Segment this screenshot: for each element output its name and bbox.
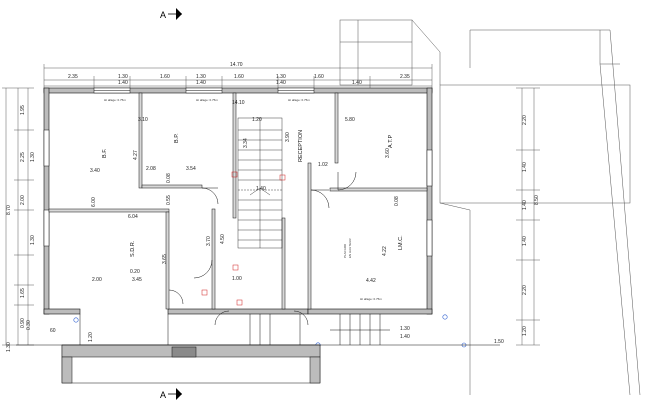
dim-0-20: 0.20 (130, 269, 140, 275)
window-note-1: Ht allège: 0.75m (104, 98, 126, 102)
top-dim-6: 1.30 (276, 74, 286, 80)
section-label-bottom: A (160, 390, 166, 400)
bottom-dim-0-30: 0.30 (26, 320, 32, 330)
dim-0-08b: 0.08 (394, 196, 400, 206)
left-overall: 8.70 (6, 205, 12, 215)
room-reception: RECEPTION (298, 130, 304, 162)
top-dim-2: 1.30 (118, 74, 128, 80)
room-bp: B.P. (174, 133, 180, 143)
top-dimension-chain (43, 64, 433, 92)
dim-3-40: 3.40 (90, 168, 100, 174)
dim-1-20: 1.20 (252, 117, 262, 123)
dim-6-00: 6.00 (91, 197, 97, 207)
left-dim-7: 0.90 (20, 318, 26, 328)
left-dim-6: 1.65 (20, 288, 26, 298)
left-dim-5: 1.30 (30, 235, 36, 245)
overall-width: 14.70 (230, 62, 243, 68)
right-dim-2: 1.40 (522, 162, 528, 172)
top-windows (93, 87, 315, 94)
dim-14-10: 14.10 (232, 100, 245, 106)
top-inner-dim-4: 1.40 (352, 80, 362, 86)
bottom-dim-1-30: 1.30 (400, 326, 410, 332)
dim-2-00: 2.00 (92, 277, 102, 283)
window-note-2: Ht allège: 0.75m (196, 98, 218, 102)
top-inner-dim-2: 1.40 (196, 80, 206, 86)
left-dim-1: 1.95 (20, 105, 26, 115)
right-dimension-chain (516, 87, 540, 346)
dim-3-10: 3.10 (138, 117, 148, 123)
dim-1-02: 1.02 (318, 162, 328, 168)
right-dim-4: 1.40 (522, 236, 528, 246)
section-marker-top: A (160, 8, 182, 20)
doors (168, 171, 357, 326)
top-dim-7: 1.60 (314, 74, 324, 80)
dim-5-80: 5.80 (345, 117, 355, 123)
top-dim-5: 1.60 (234, 74, 244, 80)
right-dim-1: 2.20 (522, 115, 528, 125)
dim-3-60: 3.60 (385, 148, 391, 158)
staircase (237, 117, 283, 249)
dim-1-00: 1.00 (232, 276, 242, 282)
top-dim-3: 1.60 (160, 74, 170, 80)
dim-0-08: 0.08 (166, 173, 172, 183)
right-dim-3: 1.40 (522, 200, 528, 210)
left-dim-3: 1.30 (30, 152, 36, 162)
bottom-dim-60: 60 (50, 328, 56, 334)
bottom-dim-1-50: 1.50 (494, 339, 504, 345)
dim-3-34: 3.34 (243, 138, 249, 148)
dim-4-50: 4.50 (220, 234, 226, 244)
left-dim-2: 2.25 (20, 152, 26, 162)
dim-4-22: 4.22 (382, 246, 388, 256)
window-note-4: Ht allège: 0.75m (360, 297, 382, 301)
red-markers (201, 171, 286, 306)
interior-walls (48, 92, 428, 310)
top-dim-1: 2.35 (68, 74, 78, 80)
left-dim-4: 2.00 (20, 195, 26, 205)
section-marker-bottom: A (160, 388, 182, 400)
room-lmc: LM.C. (398, 235, 404, 250)
room-sdr: S.D.R. (130, 240, 136, 257)
right-dim-5: 2.20 (522, 285, 528, 295)
dim-4-42: 4.42 (366, 278, 376, 284)
right-overall: 8.50 (534, 195, 540, 205)
dim-3-65: 3.65 (162, 254, 168, 264)
exterior-walls (43, 87, 433, 315)
dim-3-70: 3.70 (206, 236, 212, 246)
dim-3-45: 3.45 (132, 277, 142, 283)
dim-3-90: 3.90 (285, 132, 291, 142)
bottom-dim-1-20: 1.20 (88, 332, 94, 342)
lower-annex (16, 314, 500, 384)
left-dimension-chain (2, 87, 34, 346)
room-bf: B.F. (102, 148, 108, 158)
dim-2-08: 2.08 (146, 166, 156, 172)
dim-1-40: 1.40 (256, 186, 266, 192)
room-atp: A.T.P (388, 135, 394, 148)
right-dim-6: 1.20 (522, 326, 528, 336)
top-inner-dim-3: 1.40 (276, 80, 286, 86)
top-dim-8: 2.35 (400, 74, 410, 80)
top-inner-dim-1: 1.40 (118, 80, 128, 86)
adjacent-structure (339, 19, 641, 396)
bottom-dim-1-40: 1.40 (400, 334, 410, 340)
lmc-note-1: PLACARD (343, 243, 347, 258)
side-windows (43, 129, 433, 257)
dim-0-55: 0.55 (166, 195, 172, 205)
top-dim-4: 1.30 (196, 74, 206, 80)
window-note-3: Ht allège: 0.75m (288, 98, 310, 102)
lmc-note-2: EN HAUTEUR (348, 238, 352, 258)
left-dim-8: 1.30 (6, 342, 12, 352)
dim-4-27: 4.27 (133, 150, 139, 160)
dim-6-04: 6.04 (128, 214, 138, 220)
dim-3-54: 3.54 (186, 166, 196, 172)
section-label-top: A (160, 10, 166, 20)
